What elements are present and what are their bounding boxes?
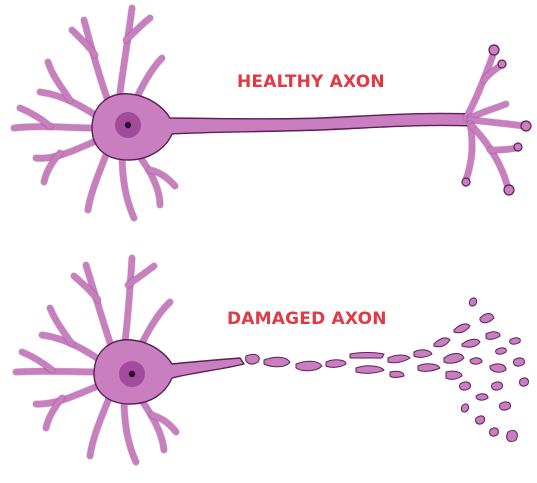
damaged-soma [94, 340, 244, 404]
damaged-nucleolus [129, 371, 135, 377]
damaged-neuron [16, 258, 528, 462]
damaged-axon-label: DAMAGED AXON [227, 309, 387, 329]
healthy-axon-label: HEALTHY AXON [237, 72, 385, 92]
healthy-nucleolus [125, 122, 131, 128]
healthy-axon-terminals [466, 52, 524, 188]
healthy-neuron [14, 8, 531, 218]
healthy-soma [92, 94, 470, 160]
